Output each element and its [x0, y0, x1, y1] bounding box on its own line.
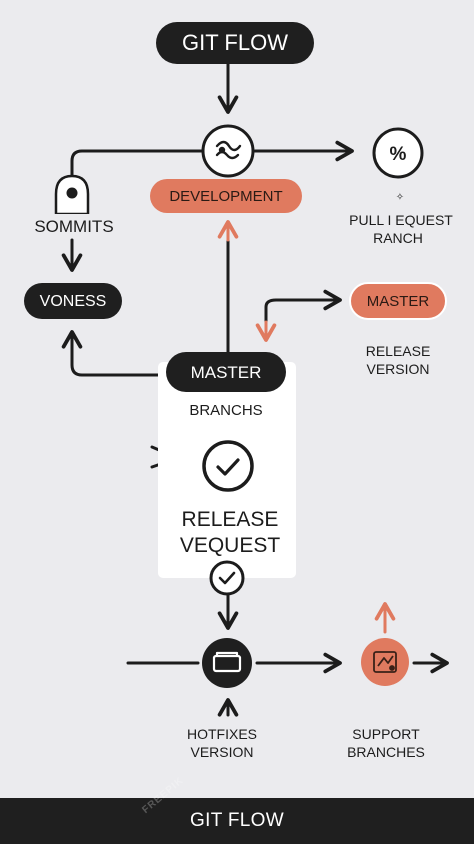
percent-icon: %	[390, 144, 407, 165]
voness-label: VONESS	[40, 293, 107, 310]
sommits-label: SOMMITS	[34, 217, 113, 236]
check-small-icon	[209, 560, 245, 596]
development-label: DEVELOPMENT	[169, 188, 282, 205]
pull-request-label-line1: PULL I EQUEST	[349, 212, 453, 228]
release-version-line2: VERSION	[366, 361, 429, 377]
footer-title: GIT FLOW	[190, 810, 284, 831]
hotfixes-line1: HOTFIXES	[187, 726, 257, 742]
release-request-line2: VEQUEST	[180, 534, 281, 557]
check-circle-icon	[202, 440, 254, 492]
connector-merge-to-sommits	[70, 149, 205, 180]
tag-icon	[54, 174, 90, 216]
master-orange-pill: MASTER	[349, 282, 447, 320]
support-line2: BRANCHES	[347, 744, 425, 760]
support-line1: SUPPORT	[352, 726, 420, 742]
connectors	[61, 60, 449, 717]
hotfixes-line2: VERSION	[190, 744, 253, 760]
page-title: GIT FLOW	[182, 30, 288, 55]
master-dark-label: MASTER	[191, 363, 262, 382]
release-version-line1: RELEASE	[366, 343, 431, 359]
hotfix-box-icon	[212, 651, 242, 673]
pull-request-label-line2: RANCH	[373, 230, 423, 246]
development-pill: DEVELOPMENT	[150, 179, 302, 213]
master-dark-pill: MASTER	[166, 352, 286, 392]
connector-master-to-voness	[61, 330, 168, 377]
merge-node	[201, 124, 255, 178]
orange-connectors	[217, 220, 396, 634]
title-pill: GIT FLOW	[156, 22, 314, 64]
support-branch-icon	[373, 651, 397, 673]
merge-icon	[215, 140, 242, 160]
footer-bar: GIT FLOW	[0, 798, 474, 844]
percent-node: %	[372, 127, 424, 179]
pull-request-marker: ✧	[396, 192, 404, 203]
hotfix-node	[202, 638, 252, 688]
branchs-label: BRANCHS	[189, 402, 262, 419]
release-request-line1: RELEASE	[182, 508, 279, 531]
voness-pill: VONESS	[24, 283, 122, 319]
connector-to-master-orange	[264, 289, 342, 327]
master-orange-label: MASTER	[367, 293, 430, 310]
support-node	[361, 638, 409, 686]
